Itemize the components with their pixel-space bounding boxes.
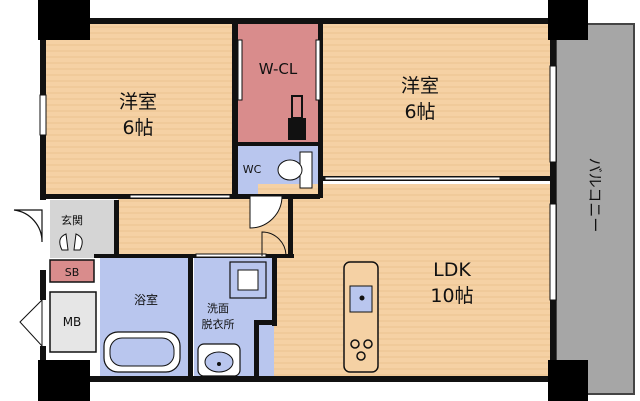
washing-machine-icon (229, 261, 267, 299)
western-right-name: 洋室 (401, 75, 439, 97)
room-closet (238, 22, 320, 144)
balcony-label: バルコニー (586, 158, 604, 233)
openings (129, 39, 501, 258)
washroom-label-2: 脱衣所 (202, 317, 235, 331)
room-western-right (320, 22, 552, 180)
entrance-shoes (59, 233, 83, 251)
bathroom-label: 浴室 (134, 292, 158, 307)
columns (38, 0, 588, 401)
room-entrance (50, 200, 118, 258)
toilet-icon (277, 151, 313, 189)
closet-label: W-CL (259, 60, 298, 78)
room-ldk (258, 184, 552, 378)
western-left-name: 洋室 (119, 91, 157, 113)
washroom-label-1: 洗面 (207, 302, 229, 315)
washbasin-icon (197, 343, 241, 377)
ldk-size: 10帖 (430, 285, 473, 307)
windows (39, 65, 557, 301)
balcony (555, 23, 635, 395)
meter-box (49, 291, 97, 353)
bathtub-icon (103, 331, 181, 373)
western-right-size: 6帖 (404, 101, 435, 123)
toilet-label: WC (243, 163, 262, 176)
shoe-box-label: SB (65, 266, 80, 279)
entrance-label: 玄関 (61, 213, 83, 227)
kitchen-counter (343, 261, 379, 373)
ldk-name: LDK (433, 259, 471, 281)
western-left-size: 6帖 (122, 117, 153, 139)
shoe-box (49, 259, 95, 283)
meter-box-label: MB (63, 315, 82, 329)
room-western-left (44, 22, 236, 196)
